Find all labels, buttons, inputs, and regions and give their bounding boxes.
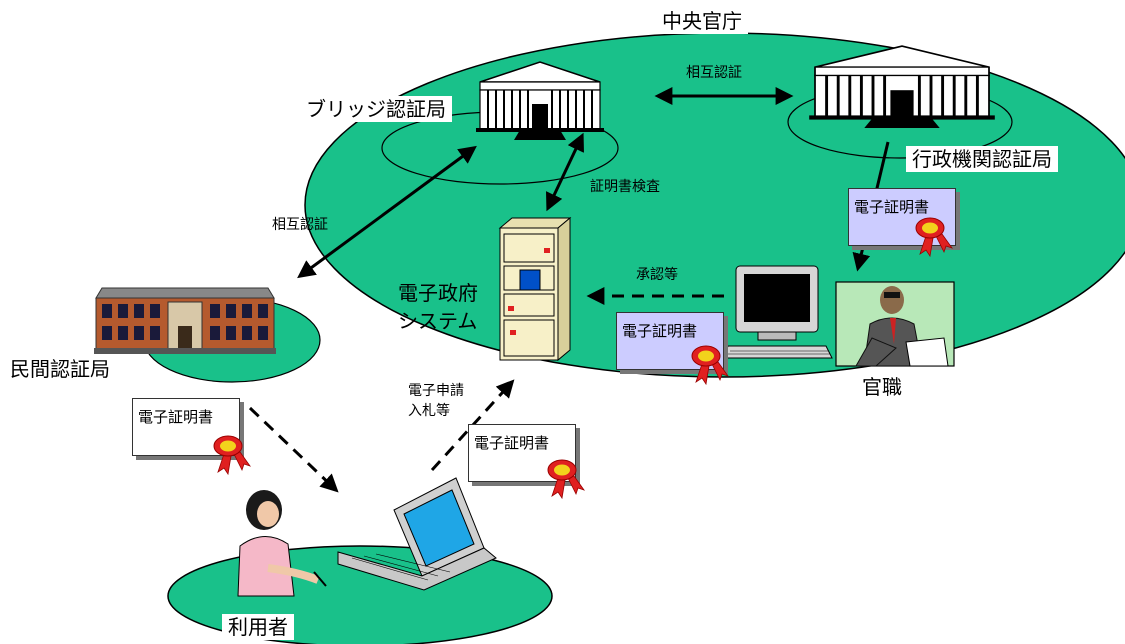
cert-verification-label: 証明書検査 — [590, 179, 660, 195]
seal-icon — [547, 459, 585, 499]
egov-system-label-line2: システム — [398, 309, 478, 333]
e-application-label-line2: 入札等 — [408, 403, 450, 419]
certificate-label: 電子証明書 — [854, 198, 930, 216]
desktop-computer-icon — [723, 265, 833, 359]
certificate-label: 電子証明書 — [474, 434, 550, 452]
seal-icon — [691, 345, 729, 385]
official-person-icon — [835, 281, 955, 367]
certificate-official: 電子証明書 — [616, 312, 729, 385]
e-application-label-line1: 電子申請 — [408, 383, 464, 399]
central-gov-label: 中央官庁 — [656, 8, 748, 34]
private-to-user-arrow — [248, 406, 339, 493]
official-label: 官職 — [862, 375, 902, 399]
private-ca-building-icon — [94, 287, 276, 354]
certificate-private: 電子証明書 — [132, 398, 251, 475]
gov-agency-ca-label: 行政機関認証局 — [906, 146, 1058, 172]
bridge-server-verify-arrow — [546, 132, 584, 212]
private-ca-label: 民間認証局 — [4, 356, 116, 382]
certificate-gov-agency: 電子証明書 — [848, 188, 960, 257]
certificate-label: 電子証明書 — [622, 322, 698, 340]
user-label: 利用者 — [222, 614, 294, 640]
certificate-user: 電子証明書 — [468, 424, 585, 499]
mutual-auth-top-label: 相互認証 — [686, 65, 742, 81]
approval-label: 承認等 — [636, 267, 678, 283]
bridge-ca-label: ブリッジ認証局 — [300, 96, 452, 122]
seal-icon — [915, 217, 953, 257]
bridge-private-mutual-arrow — [297, 145, 477, 279]
server-icon — [498, 216, 572, 362]
seal-icon — [213, 435, 251, 475]
egov-system-label-line1: 電子政府 — [398, 281, 478, 305]
certificate-label: 電子証明書 — [138, 408, 214, 426]
user-person-icon — [237, 490, 327, 597]
laptop-icon — [337, 477, 497, 591]
mutual-auth-left-label: 相互認証 — [272, 217, 328, 233]
